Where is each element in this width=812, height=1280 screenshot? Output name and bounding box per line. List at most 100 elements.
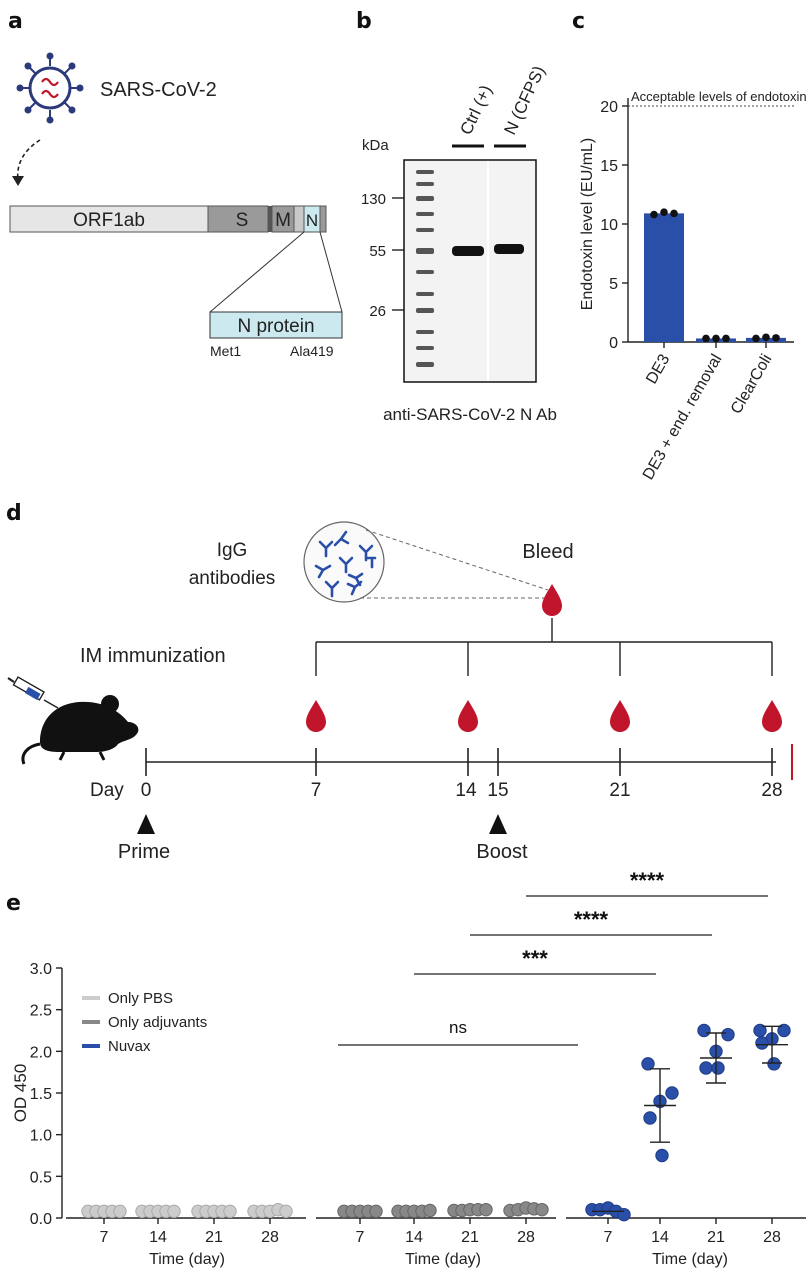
data-point — [279, 1204, 293, 1219]
data-point — [722, 334, 730, 343]
significance-label: ns — [449, 1018, 467, 1037]
y-tick-label: 10 — [600, 217, 618, 234]
x-tick-label: 21 — [707, 1229, 725, 1246]
data-point — [712, 334, 720, 343]
panel-b: b kDa 130 55 26 Ctrl (+) N (CFPS) — [356, 9, 557, 424]
x-axis-label: Time (day) — [405, 1251, 481, 1268]
gene-label-orf1ab: ORF1ab — [73, 210, 145, 231]
day-14: 14 — [455, 780, 477, 801]
x-tick-label: 7 — [100, 1229, 109, 1246]
data-point — [369, 1204, 383, 1219]
data-point — [697, 1023, 711, 1038]
prime-label: Prime — [118, 841, 170, 863]
day-7: 7 — [311, 780, 322, 801]
legend-label: Only PBS — [108, 990, 173, 1007]
marker-26: 26 — [369, 303, 386, 320]
igg-label-line1: IgG — [217, 540, 248, 561]
panel-a: a SARS-CoV-2 — [8, 9, 343, 359]
y-tick-label: 3.0 — [30, 961, 52, 978]
data-point — [423, 1203, 437, 1218]
data-point — [655, 1148, 669, 1163]
data-point — [665, 1086, 679, 1100]
y-tick-label: 0.0 — [30, 1211, 52, 1228]
gene-e — [268, 206, 272, 232]
svg-text:N (CFPS): N (CFPS) — [500, 63, 548, 138]
western-blot — [403, 159, 537, 383]
y-tick-label: 5 — [609, 276, 618, 293]
gene-label-n: N — [306, 211, 318, 230]
significance-label: **** — [630, 868, 665, 893]
lane-label-ncfps: N (CFPS) — [500, 63, 548, 138]
panel-d: d IgG antibodies Bleed I — [6, 501, 793, 863]
x-tick-label: 7 — [356, 1229, 365, 1246]
boost-arrow-icon — [489, 814, 507, 834]
data-point — [650, 210, 658, 219]
x-axis-label: Time (day) — [149, 1251, 225, 1268]
day-28: 28 — [761, 780, 782, 801]
x-tick-label: 28 — [261, 1229, 279, 1246]
day-0: 0 — [141, 780, 152, 801]
virus-label: SARS-CoV-2 — [100, 79, 217, 101]
marker-130: 130 — [361, 191, 386, 208]
significance-label: *** — [522, 946, 548, 971]
gene-orf1ab — [9, 205, 209, 233]
antibody-circle-icon — [303, 521, 385, 603]
day-21: 21 — [609, 780, 630, 801]
y-tick-label: 1.0 — [30, 1128, 52, 1145]
start-residue: Met1 — [210, 343, 241, 359]
panel-label-a: a — [8, 9, 23, 34]
n-protein-box — [209, 311, 343, 339]
bar-0 — [644, 213, 684, 342]
data-point — [772, 334, 780, 342]
x-tick-label: DE3 — [643, 351, 673, 387]
x-tick-label: 28 — [517, 1229, 535, 1246]
end-residue: Ala419 — [290, 343, 334, 359]
data-point — [711, 1061, 725, 1075]
dashed-arrow-head — [12, 176, 24, 186]
y-axis-label: OD 450 — [11, 1064, 30, 1123]
data-point — [223, 1204, 237, 1219]
data-point — [167, 1204, 181, 1219]
y-tick-label: 0.5 — [30, 1169, 52, 1186]
kda-label: kDa — [362, 137, 389, 154]
gene-label-s: S — [236, 210, 249, 231]
data-point — [641, 1057, 655, 1071]
y-tick-label: 20 — [600, 99, 618, 116]
band-ncfps — [494, 244, 524, 254]
gene-s — [207, 205, 269, 233]
day-15: 15 — [487, 780, 508, 801]
x-tick-label: 7 — [604, 1229, 613, 1246]
data-point — [721, 1027, 735, 1042]
gene-small-orfs — [293, 205, 305, 233]
im-immunization-label: IM immunization — [80, 645, 226, 667]
y-tick-label: 15 — [600, 158, 618, 175]
x-tick-label: 28 — [763, 1229, 781, 1246]
n-protein-label: N protein — [237, 316, 314, 337]
bleed-drop-icon — [542, 584, 562, 616]
band-ctrl — [452, 246, 484, 256]
gene-label-m: M — [275, 210, 291, 231]
x-tick-label: 14 — [149, 1229, 167, 1246]
panel-label-d: d — [6, 501, 22, 526]
blood-drop-icon-14 — [458, 700, 478, 732]
lane-label-ctrl: Ctrl (+) — [456, 82, 495, 138]
data-point — [617, 1207, 631, 1222]
x-tick-label: 14 — [651, 1229, 669, 1246]
data-point — [752, 334, 760, 343]
blood-drop-icon-7 — [306, 700, 326, 732]
significance-label: **** — [574, 907, 609, 932]
data-point — [113, 1204, 127, 1219]
data-point — [755, 1036, 769, 1050]
igg-label-line2: antibodies — [189, 568, 276, 589]
legend-label: Nuvax — [108, 1038, 151, 1055]
data-point — [660, 208, 668, 216]
gene-tail — [319, 205, 327, 233]
data-point — [643, 1111, 657, 1125]
blood-drop-icon-28 — [762, 700, 782, 732]
marker-55: 55 — [369, 243, 386, 260]
virus-icon — [16, 52, 84, 124]
